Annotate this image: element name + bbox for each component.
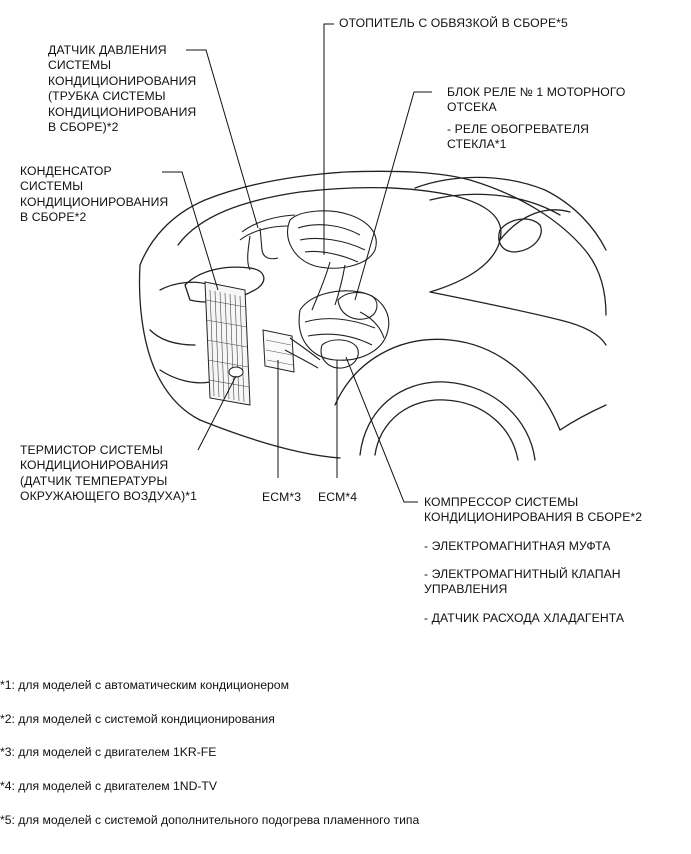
footnote: *2: для моделей с системой кондициониров… bbox=[0, 712, 275, 726]
side-mirror bbox=[498, 218, 542, 253]
relay-block-part bbox=[337, 291, 378, 320]
ecm3-part bbox=[262, 329, 295, 373]
leader-thermistor bbox=[197, 375, 237, 451]
label-thermistor: ТЕРМИСТОР СИСТЕМЫ КОНДИЦИОНИРОВАНИЯ (ДАТ… bbox=[20, 443, 197, 504]
wheel-arch bbox=[334, 338, 561, 431]
ac-pipe bbox=[241, 214, 296, 233]
footnote: *4: для моделей с двигателем 1ND-TV bbox=[0, 779, 218, 793]
label-ecm3: ECM*3 bbox=[262, 490, 302, 504]
compressor-part bbox=[320, 339, 359, 369]
leader-pressure-sensor bbox=[186, 49, 259, 229]
car-body-outline bbox=[139, 170, 607, 316]
label-relay-item: - РЕЛЕ ОБОГРЕВАТЕЛЯ СТЕКЛА*1 bbox=[447, 122, 590, 152]
engine-block bbox=[298, 290, 390, 361]
front-wheel bbox=[359, 381, 536, 461]
leader-condenser bbox=[162, 171, 219, 291]
label-compressor-item: - ЭЛЕКТРОМАГНИТНЫЙ КЛАПАН УПРАВЛЕНИЯ bbox=[424, 567, 621, 597]
label-condenser: КОНДЕНСАТОР СИСТЕМЫ КОНДИЦИОНИРОВАНИЯ В … bbox=[20, 164, 169, 225]
label-relay-block: БЛОК РЕЛЕ № 1 МОТОРНОГО ОТСЕКА bbox=[447, 85, 626, 115]
footnote: *5: для моделей с системой дополнительно… bbox=[0, 813, 420, 827]
leader-compressor bbox=[345, 356, 418, 503]
leader-relay bbox=[354, 91, 432, 301]
footnote: *1: для моделей с автоматическим кондици… bbox=[0, 678, 289, 692]
leader-heater bbox=[323, 23, 334, 255]
heater-assembly bbox=[287, 210, 377, 269]
label-heater-assembly: ОТОПИТЕЛЬ С ОБВЯЗКОЙ В СБОРЕ*5 bbox=[339, 16, 568, 30]
label-compressor-item: - ЭЛЕКТРОМАГНИТНАЯ МУФТА bbox=[424, 539, 611, 553]
thermistor-part bbox=[228, 366, 244, 378]
label-compressor-item: - ДАТЧИК РАСХОДА ХЛАДАГЕНТА bbox=[424, 611, 625, 625]
windshield bbox=[414, 176, 607, 251]
a-pillar bbox=[499, 209, 571, 241]
label-compressor: КОМПРЕССОР СИСТЕМЫ КОНДИЦИОНИРОВАНИЯ В С… bbox=[424, 495, 643, 525]
front-bumper bbox=[138, 264, 201, 421]
label-pressure-sensor: ДАТЧИК ДАВЛЕНИЯ СИСТЕМЫ КОНДИЦИОНИРОВАНИ… bbox=[48, 43, 197, 135]
hood-outline bbox=[177, 186, 502, 293]
footnote: *3: для моделей с двигателем 1KR-FE bbox=[0, 745, 217, 759]
label-ecm4: ECM*4 bbox=[318, 490, 358, 504]
